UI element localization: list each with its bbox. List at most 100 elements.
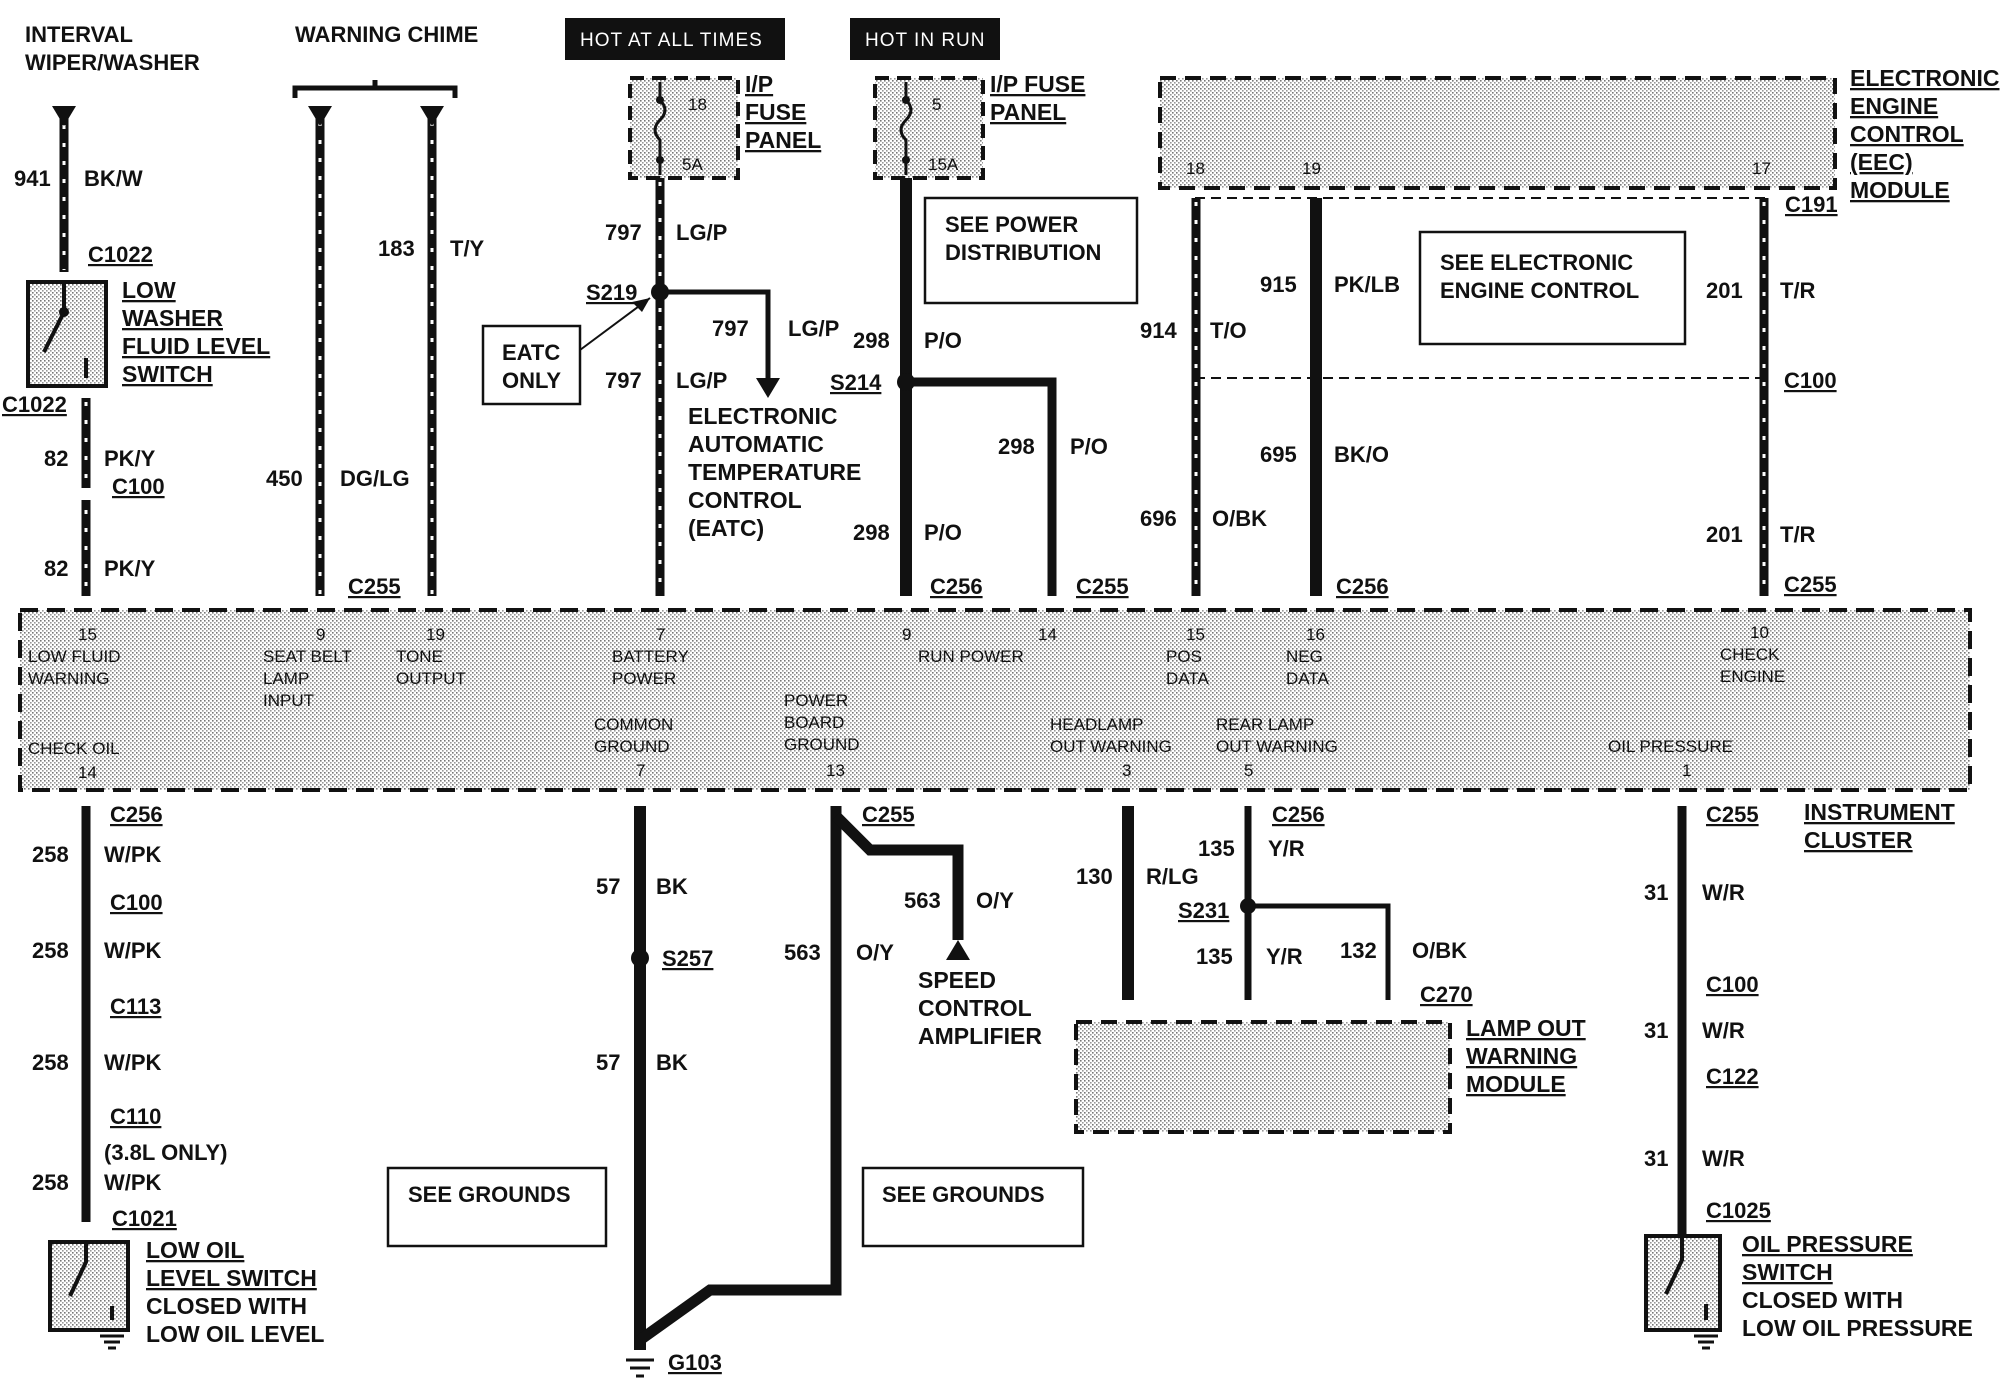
eatc-only-text-2: ONLY bbox=[502, 368, 561, 393]
low-washer-label-1: LOW bbox=[122, 277, 176, 303]
svg-text:R/LG: R/LG bbox=[1146, 864, 1199, 889]
ic-pin-15b: 15 bbox=[1186, 625, 1205, 644]
oil-pressure-label-2: SWITCH bbox=[1742, 1259, 1833, 1285]
low-oil-label-3: CLOSED WITH bbox=[146, 1293, 307, 1319]
ic-power-board-3: GROUND bbox=[784, 735, 860, 754]
warning-chime-bracket bbox=[292, 80, 458, 98]
svg-text:183: 183 bbox=[378, 236, 415, 261]
see-grounds-text-right: SEE GROUNDS bbox=[882, 1182, 1045, 1207]
ic-headlamp-2: OUT WARNING bbox=[1050, 737, 1172, 756]
fuse-panel-right bbox=[873, 76, 985, 180]
low-washer-label-2: WASHER bbox=[122, 305, 223, 331]
eatc-only-text-1: EATC bbox=[502, 340, 560, 365]
lamp-out-module-box bbox=[1074, 1020, 1452, 1134]
svg-text:C100: C100 bbox=[1706, 972, 1759, 997]
svg-text:P/O: P/O bbox=[924, 328, 962, 353]
svg-text:W/R: W/R bbox=[1702, 880, 1745, 905]
eec-pin-19: 19 bbox=[1302, 159, 1321, 178]
see-power-text-2: DISTRIBUTION bbox=[945, 240, 1101, 265]
ic-pin-14a: 14 bbox=[1038, 625, 1057, 644]
speed-control-label-1: SPEED bbox=[918, 967, 996, 993]
fuse-5-number: 5 bbox=[932, 95, 941, 114]
svg-text:C256: C256 bbox=[930, 574, 983, 599]
ic-rear-lamp-1: REAR LAMP bbox=[1216, 715, 1314, 734]
hot-in-run-banner bbox=[850, 18, 1000, 60]
svg-text:258: 258 bbox=[32, 1170, 69, 1195]
svg-text:BK/W: BK/W bbox=[84, 166, 143, 191]
see-grounds-text-left: SEE GROUNDS bbox=[408, 1182, 571, 1207]
svg-text:450: 450 bbox=[266, 466, 303, 491]
speed-control-label-3: AMPLIFIER bbox=[918, 1023, 1042, 1049]
ic-pin-3: 3 bbox=[1122, 761, 1131, 780]
svg-text:201: 201 bbox=[1706, 522, 1743, 547]
svg-text:W/PK: W/PK bbox=[104, 1170, 162, 1195]
low-oil-label-4: LOW OIL LEVEL bbox=[146, 1321, 324, 1347]
eatc-only-box bbox=[481, 324, 582, 406]
fuse-18-amps: 5A bbox=[682, 155, 703, 174]
svg-text:Y/R: Y/R bbox=[1266, 944, 1303, 969]
ic-check-engine-1: CHECK bbox=[1720, 645, 1780, 664]
svg-text:(3.8L ONLY): (3.8L ONLY) bbox=[104, 1140, 227, 1165]
svg-text:298: 298 bbox=[853, 328, 890, 353]
svg-text:258: 258 bbox=[32, 1050, 69, 1075]
svg-text:C255: C255 bbox=[348, 574, 401, 599]
svg-text:BK: BK bbox=[656, 874, 688, 899]
ic-pin-9a: 9 bbox=[316, 625, 325, 644]
lamp-out-label-3: MODULE bbox=[1466, 1071, 1566, 1097]
low-washer-label-4: SWITCH bbox=[122, 361, 213, 387]
connector-c191: C191 bbox=[1785, 192, 1838, 217]
oil-pressure-label-3: CLOSED WITH bbox=[1742, 1287, 1903, 1313]
lamp-out-label-2: WARNING bbox=[1466, 1043, 1577, 1069]
svg-text:57: 57 bbox=[596, 874, 620, 899]
instrument-cluster-label-2: CLUSTER bbox=[1804, 827, 1913, 853]
cluster-pin-labels: 15 LOW FLUID WARNING 9 SEAT BELT LAMP IN… bbox=[28, 623, 1785, 782]
svg-text:T/R: T/R bbox=[1780, 278, 1816, 303]
svg-text:135: 135 bbox=[1196, 944, 1233, 969]
svg-text:C113: C113 bbox=[110, 994, 161, 1019]
svg-text:914: 914 bbox=[1140, 318, 1177, 343]
svg-text:PK/LB: PK/LB bbox=[1334, 272, 1400, 297]
svg-text:P/O: P/O bbox=[1070, 434, 1108, 459]
oil-pressure-label-4: LOW OIL PRESSURE bbox=[1742, 1315, 1973, 1341]
svg-text:TEMPERATURE: TEMPERATURE bbox=[688, 459, 861, 485]
svg-text:C255: C255 bbox=[1706, 802, 1759, 827]
ground-icon-g103 bbox=[626, 1358, 654, 1378]
see-eec-text-1: SEE ELECTRONIC bbox=[1440, 250, 1633, 275]
ic-check-engine-2: ENGINE bbox=[1720, 667, 1785, 686]
hot-in-run-text: HOT IN RUN bbox=[865, 30, 985, 51]
oil-pressure-label-1: OIL PRESSURE bbox=[1742, 1231, 1913, 1257]
ic-seat-belt-2: LAMP bbox=[263, 669, 309, 688]
svg-text:C256: C256 bbox=[110, 802, 163, 827]
svg-text:C110: C110 bbox=[110, 1104, 161, 1129]
ground-icon-oil-pressure bbox=[1694, 1334, 1718, 1350]
fuse-18-number: 18 bbox=[688, 95, 707, 114]
svg-text:57: 57 bbox=[596, 1050, 620, 1075]
svg-text:AUTOMATIC: AUTOMATIC bbox=[688, 431, 824, 457]
ic-seat-belt-1: SEAT BELT bbox=[263, 647, 352, 666]
svg-text:S219: S219 bbox=[586, 280, 637, 305]
ic-headlamp-1: HEADLAMP bbox=[1050, 715, 1144, 734]
ic-common-ground-2: GROUND bbox=[594, 737, 670, 756]
eec-label-2: ENGINE bbox=[1850, 93, 1938, 119]
speed-control-label-2: CONTROL bbox=[918, 995, 1032, 1021]
svg-text:T/O: T/O bbox=[1210, 318, 1247, 343]
ic-battery-1: BATTERY bbox=[612, 647, 689, 666]
svg-text:C255: C255 bbox=[1076, 574, 1129, 599]
svg-text:696: 696 bbox=[1140, 506, 1177, 531]
oil-pressure-switch-contact-icon bbox=[1664, 1236, 1708, 1320]
low-oil-label-2: LEVEL SWITCH bbox=[146, 1265, 317, 1291]
ic-pin-19: 19 bbox=[426, 625, 445, 644]
svg-text:S231: S231 bbox=[1178, 898, 1229, 923]
interval-wiper-label-2: WIPER/WASHER bbox=[25, 50, 200, 75]
svg-text:O/Y: O/Y bbox=[856, 940, 894, 965]
hot-at-all-times-text: HOT AT ALL TIMES bbox=[580, 30, 763, 51]
svg-text:82: 82 bbox=[44, 556, 68, 581]
fuse-left-label-1: I/P bbox=[745, 71, 773, 97]
svg-text:C270: C270 bbox=[1420, 982, 1473, 1007]
svg-text:797: 797 bbox=[605, 220, 642, 245]
svg-text:C256: C256 bbox=[1336, 574, 1389, 599]
svg-text:298: 298 bbox=[853, 520, 890, 545]
svg-text:31: 31 bbox=[1644, 1146, 1668, 1171]
ic-neg-2: DATA bbox=[1286, 669, 1329, 688]
